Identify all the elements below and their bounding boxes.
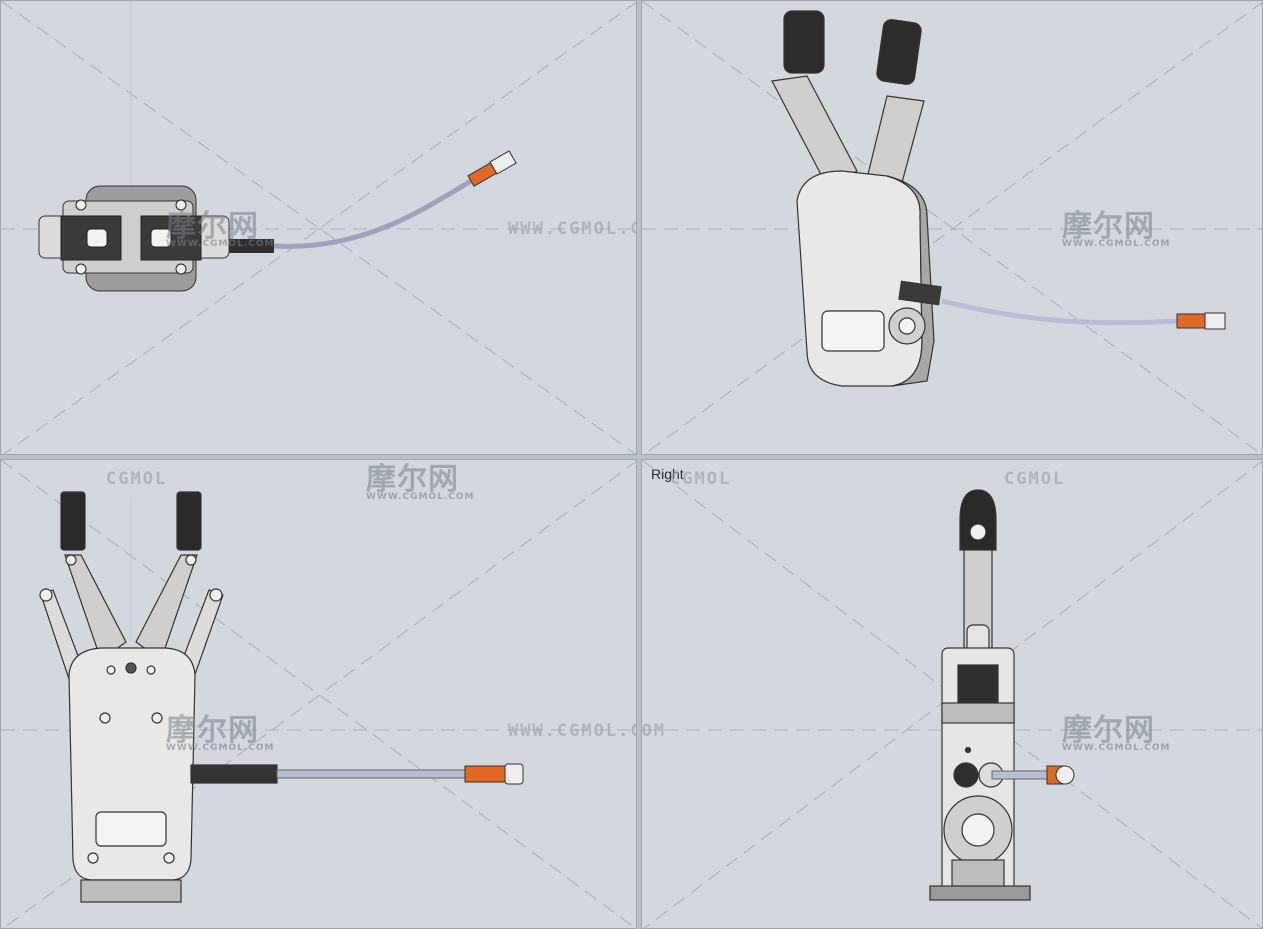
finger-pad-left: [60, 491, 86, 551]
finger-link-left: [771, 75, 858, 187]
watermark-cn-sub: WWW.CGMOL.COM: [166, 239, 275, 249]
watermark-cn-sub: WWW.CGMOL.COM: [166, 743, 275, 753]
finger-link-left: [64, 554, 127, 661]
cable-front: [276, 769, 466, 779]
finger-pad-right: [876, 19, 922, 85]
viewport-top[interactable]: 摩尔网 WWW.CGMOL.COM WWW.CGMOL.COM: [0, 0, 637, 455]
cable-top: [273, 178, 473, 249]
viewport-isometric[interactable]: 摩尔网 WWW.CGMOL.COM: [641, 0, 1263, 455]
watermark-cn-sub: WWW.CGMOL.COM: [1062, 239, 1171, 249]
connector-iso: [1176, 312, 1226, 330]
watermark-short: CGMOL: [106, 469, 168, 489]
watermark-cn: 摩尔网: [166, 713, 259, 748]
cable-iso: [941, 298, 1178, 326]
gripper-body-iso: [796, 170, 923, 387]
right-view-model: [642, 460, 1262, 928]
connector-right: [1046, 765, 1075, 785]
finger-pad: [959, 489, 997, 551]
watermark-cn: 摩尔网: [1062, 713, 1155, 748]
watermark-cn: 摩尔网: [166, 209, 259, 244]
isometric-view-model: [642, 1, 1262, 454]
connector-front: [464, 763, 524, 785]
finger-pad-right: [176, 491, 202, 551]
top-view-model: [1, 1, 636, 454]
connector-top: [467, 150, 517, 187]
viewport-front[interactable]: CGMOL 摩尔网 WWW.CGMOL.COM 摩尔网 WWW.CGMOL.CO…: [0, 459, 637, 929]
watermark-cn: 摩尔网: [366, 462, 459, 497]
watermark-cn-sub: WWW.CGMOL.COM: [366, 492, 475, 502]
watermark-url: WWW.CGMOL.COM: [641, 721, 667, 741]
view-label-right: Right: [651, 466, 684, 482]
watermark-short: CGMOL: [1004, 469, 1066, 489]
watermark-url: WWW.CGMOL.COM: [508, 721, 636, 741]
watermark-url: WWW.CGMOL.COM: [508, 219, 636, 239]
watermark-short: CGMOL: [670, 469, 732, 489]
watermark-cn-sub: WWW.CGMOL.COM: [1062, 743, 1171, 753]
finger-pad-left: [783, 10, 825, 74]
front-view-model: [1, 460, 636, 928]
viewport-right[interactable]: Right CGMOL CGMOL WWW.CGMOL.COM 摩尔网 WWW.…: [641, 459, 1263, 929]
cable-right: [991, 770, 1048, 780]
watermark-cn: 摩尔网: [1062, 209, 1155, 244]
